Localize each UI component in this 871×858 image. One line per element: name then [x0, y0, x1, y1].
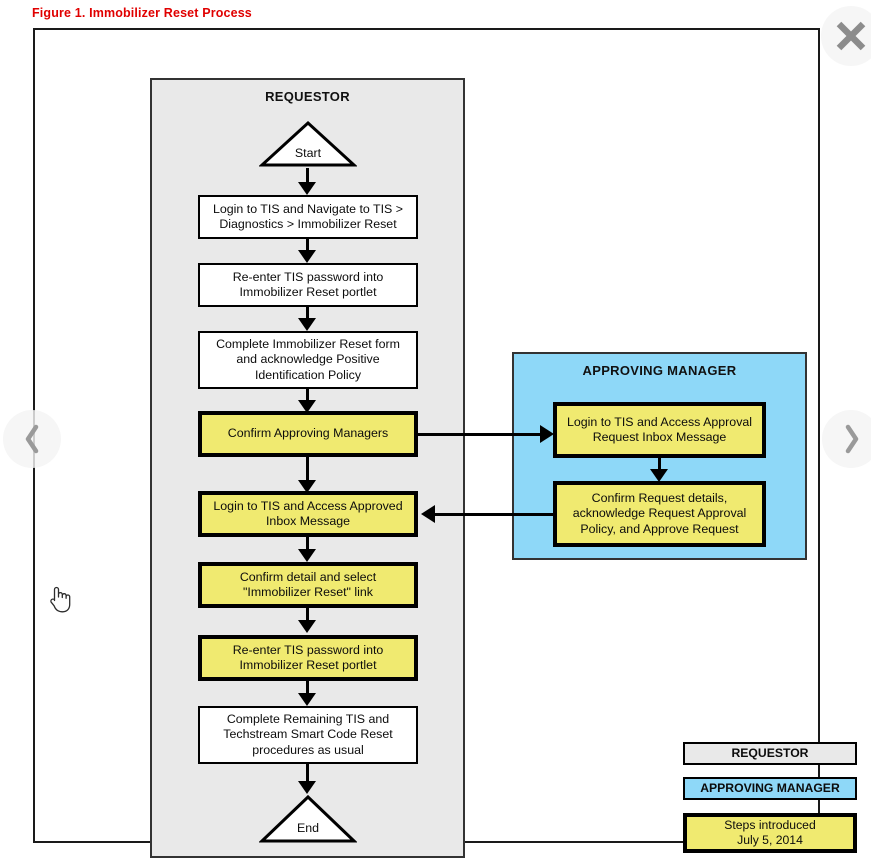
- flow-node-mgr-step-2-label: Confirm Request details, acknowledge Req…: [572, 491, 747, 536]
- arrowhead-mgrstep1-to-mgrstep2: [650, 469, 668, 482]
- flow-node-step-1-label: Login to TIS and Navigate to TIS > Diagn…: [213, 201, 403, 231]
- flow-node-step-2[interactable]: Re-enter TIS password into Immobilizer R…: [198, 263, 418, 307]
- close-button[interactable]: [821, 6, 871, 66]
- arrowhead-manager-to-requestor: [421, 505, 435, 523]
- flow-node-mgr-step-2[interactable]: Confirm Request details, acknowledge Req…: [553, 481, 766, 547]
- connector-step3-to-step4: [306, 389, 309, 402]
- swimlane-approving-manager-title: APPROVING MANAGER: [582, 363, 737, 378]
- flow-node-step-6[interactable]: Confirm detail and select "Immobilizer R…: [198, 562, 418, 608]
- connector-step8-to-end: [306, 764, 309, 784]
- flow-node-step-5-label: Login to TIS and Access Approved Inbox M…: [213, 498, 403, 528]
- arrowhead-step4-to-step5: [298, 480, 316, 493]
- connector-step1-to-step2: [306, 239, 309, 252]
- legend-item-steps-introduced: Steps introduced July 5, 2014: [683, 813, 857, 853]
- flow-node-end: End: [259, 794, 357, 844]
- flow-node-step-5[interactable]: Login to TIS and Access Approved Inbox M…: [198, 491, 418, 537]
- flow-node-step-8-label: Complete Remaining TIS and Techstream Sm…: [223, 712, 393, 757]
- flow-node-step-2-label: Re-enter TIS password into Immobilizer R…: [232, 269, 384, 299]
- arrowhead-step3-to-step4: [298, 400, 316, 413]
- flow-node-step-8[interactable]: Complete Remaining TIS and Techstream Sm…: [198, 706, 418, 764]
- pointing-hand-cursor: [50, 586, 71, 613]
- arrowhead-step5-to-step6: [298, 549, 316, 562]
- connector-step4-to-step5: [306, 457, 309, 483]
- flow-node-step-7-label: Re-enter TIS password into Immobilizer R…: [232, 642, 384, 672]
- flow-node-step-3[interactable]: Complete Immobilizer Reset form and ackn…: [198, 331, 418, 389]
- close-icon: [836, 21, 866, 51]
- flow-node-step-7[interactable]: Re-enter TIS password into Immobilizer R…: [198, 635, 418, 681]
- diagram-frame: REQUESTOR Start Login to TIS and Navigat…: [33, 28, 857, 858]
- arrowhead-start-to-step1: [298, 182, 316, 195]
- legend-item-steps-introduced-label: Steps introduced July 5, 2014: [724, 818, 816, 847]
- connector-step2-to-step3: [306, 307, 309, 320]
- flow-node-step-4-label: Confirm Approving Managers: [227, 426, 389, 441]
- connector-requestor-to-manager: [418, 433, 548, 436]
- connector-step6-to-step7: [306, 608, 309, 622]
- connector-mgrstep1-to-mgrstep2: [658, 458, 661, 471]
- legend-item-requestor: REQUESTOR: [683, 742, 857, 765]
- connector-step5-to-step6: [306, 537, 309, 551]
- next-image-button[interactable]: [822, 410, 871, 468]
- chevron-left-icon: [25, 424, 38, 454]
- figure-caption: Figure 1. Immobilizer Reset Process: [32, 6, 252, 20]
- connector-start-to-step1: [306, 168, 309, 184]
- arrowhead-requestor-to-manager: [540, 425, 554, 443]
- previous-image-button[interactable]: [3, 410, 61, 468]
- arrowhead-step1-to-step2: [298, 250, 316, 263]
- flow-node-start: Start: [259, 120, 357, 168]
- flow-node-step-6-label: Confirm detail and select "Immobilizer R…: [239, 569, 377, 599]
- connector-step7-to-step8: [306, 681, 309, 695]
- flow-node-start-label: Start: [294, 146, 322, 160]
- chevron-right-icon: [845, 424, 858, 454]
- arrowhead-step7-to-step8: [298, 693, 316, 706]
- flow-node-mgr-step-1[interactable]: Login to TIS and Access Approval Request…: [553, 402, 766, 458]
- flow-node-step-1[interactable]: Login to TIS and Navigate to TIS > Diagn…: [198, 195, 418, 239]
- arrowhead-step8-to-end: [298, 781, 316, 794]
- connector-manager-to-requestor: [434, 513, 553, 516]
- arrowhead-step6-to-step7: [298, 620, 316, 633]
- arrowhead-step2-to-step3: [298, 318, 316, 331]
- flow-node-end-label: End: [296, 821, 320, 835]
- legend-item-approving-manager-label: APPROVING MANAGER: [700, 781, 840, 796]
- flow-node-step-3-label: Complete Immobilizer Reset form and ackn…: [216, 337, 400, 382]
- flow-node-mgr-step-1-label: Login to TIS and Access Approval Request…: [566, 414, 753, 444]
- legend-item-requestor-label: REQUESTOR: [731, 746, 809, 761]
- legend: REQUESTOR APPROVING MANAGER Steps introd…: [683, 742, 857, 853]
- swimlane-requestor-title: REQUESTOR: [265, 89, 350, 104]
- legend-item-approving-manager: APPROVING MANAGER: [683, 777, 857, 800]
- flow-node-step-4[interactable]: Confirm Approving Managers: [198, 411, 418, 457]
